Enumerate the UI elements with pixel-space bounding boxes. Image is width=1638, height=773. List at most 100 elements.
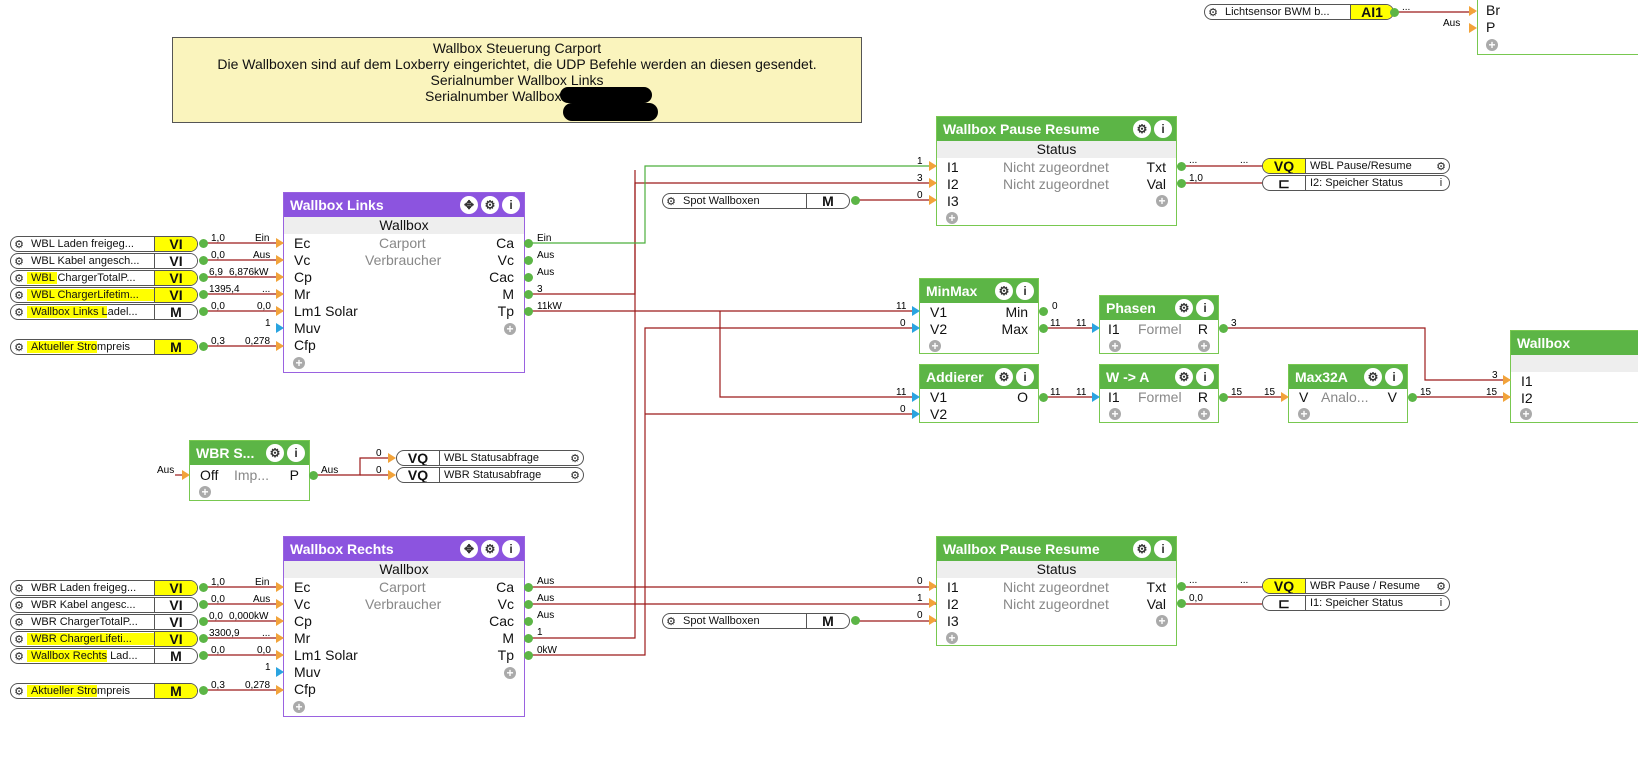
add-output-icon[interactable]: + (504, 667, 516, 679)
add-input-icon[interactable]: + (293, 357, 305, 369)
gear-icon[interactable]: ⚙ (14, 238, 24, 251)
output-port[interactable] (199, 583, 208, 592)
output-port[interactable] (199, 600, 208, 609)
block-header[interactable]: WBR S... ⚙i (190, 441, 309, 465)
output-port[interactable] (1039, 324, 1048, 333)
output-port[interactable] (524, 273, 533, 282)
block-header[interactable]: W -> A ⚙i (1100, 365, 1218, 389)
gear-icon[interactable]: ⚙ (14, 289, 24, 302)
output-port[interactable] (524, 239, 533, 248)
wallbox-edge-block[interactable]: Wallbox I1 I2 + (1510, 330, 1638, 423)
max32a-block[interactable]: Max32A ⚙i V Analo... V + (1288, 364, 1408, 423)
output-port[interactable] (1177, 582, 1186, 591)
pause-resume-links-block[interactable]: Wallbox Pause Resume ⚙i Status I1 I2 I3 … (936, 116, 1177, 226)
addierer-block[interactable]: Addierer ⚙i V1 V2 O (919, 364, 1039, 423)
gear-icon[interactable]: ⚙ (1133, 120, 1151, 138)
gear-icon[interactable]: ⚙ (14, 616, 24, 629)
output-port[interactable] (199, 256, 208, 265)
output-port[interactable] (851, 616, 860, 625)
block-header[interactable]: MinMax ⚙i (920, 279, 1038, 303)
wbr-ref-2[interactable]: ⚙WBR Kabel angesc...VI (10, 597, 198, 613)
output-port[interactable] (199, 617, 208, 626)
phasen-block[interactable]: Phasen ⚙i I1 Formel R + + (1099, 295, 1219, 354)
gear-icon[interactable]: ⚙ (481, 196, 499, 214)
add-output-icon[interactable]: + (1198, 340, 1210, 352)
add-input-icon[interactable]: + (1298, 408, 1310, 420)
add-output-icon[interactable]: + (1198, 408, 1210, 420)
gear-icon[interactable]: ⚙ (1208, 6, 1218, 19)
output-port[interactable] (309, 471, 318, 480)
info-icon[interactable]: i (1016, 282, 1034, 300)
output-port[interactable] (199, 273, 208, 282)
wbl-ref-3[interactable]: ⚙WBL ChargerTotalP...VI (10, 270, 198, 286)
gear-icon[interactable]: ⚙ (14, 633, 24, 646)
gear-icon[interactable]: ⚙ (570, 469, 580, 482)
block-header[interactable]: Wallbox (1511, 331, 1638, 355)
wbr-ref-3[interactable]: ⚙WBR ChargerTotalP...VI (10, 614, 198, 630)
output-port[interactable] (851, 196, 860, 205)
gear-icon[interactable]: ⚙ (14, 306, 24, 319)
output-port[interactable] (199, 686, 208, 695)
info-icon[interactable]: i (1439, 597, 1443, 609)
output-port[interactable] (524, 651, 533, 660)
info-icon[interactable]: i (1154, 120, 1172, 138)
output-port[interactable] (199, 239, 208, 248)
output-port[interactable] (524, 307, 533, 316)
gear-icon[interactable]: ⚙ (1364, 368, 1382, 386)
lichtsensor-reference[interactable]: ⚙ Lichtsensor BWM b... AI1 (1204, 4, 1394, 20)
info-icon[interactable]: i (502, 196, 520, 214)
output-port[interactable] (199, 307, 208, 316)
move-icon[interactable]: ✥ (460, 540, 478, 558)
output-port[interactable] (1219, 324, 1228, 333)
wbr-s-block[interactable]: WBR S... ⚙i Off Imp... P + (189, 440, 310, 501)
add-output-icon[interactable]: + (504, 323, 516, 335)
output-port[interactable] (524, 583, 533, 592)
wbl-ref-2[interactable]: ⚙WBL Kabel angesch...VI (10, 253, 198, 269)
pause-resume-rechts-block[interactable]: Wallbox Pause Resume ⚙i Status I1 I2 I3 … (936, 536, 1177, 646)
gear-icon[interactable]: ⚙ (14, 685, 24, 698)
gear-icon[interactable]: ⚙ (666, 195, 676, 208)
top-right-block[interactable]: Br P + (1477, 0, 1638, 55)
block-header[interactable]: Addierer ⚙i (920, 365, 1038, 389)
add-input-icon[interactable]: + (1520, 408, 1532, 420)
gear-icon[interactable]: ⚙ (14, 341, 24, 354)
info-icon[interactable]: i (1196, 368, 1214, 386)
gear-icon[interactable]: ⚙ (995, 368, 1013, 386)
block-header[interactable]: Phasen ⚙i (1100, 296, 1218, 320)
info-icon[interactable]: i (1385, 368, 1403, 386)
gear-icon[interactable]: ⚙ (14, 255, 24, 268)
output-port[interactable] (199, 290, 208, 299)
output-port[interactable] (524, 290, 533, 299)
gear-icon[interactable]: ⚙ (666, 615, 676, 628)
output-port[interactable] (199, 342, 208, 351)
output-port[interactable] (524, 634, 533, 643)
wallbox-links-block[interactable]: Wallbox Links ✥⚙i Wallbox Ec Vc Cp Mr Lm… (283, 192, 525, 373)
info-icon[interactable]: i (502, 540, 520, 558)
info-icon[interactable]: i (1439, 177, 1443, 189)
info-icon[interactable]: i (1196, 299, 1214, 317)
w-to-a-block[interactable]: W -> A ⚙i I1 Formel R + + (1099, 364, 1219, 423)
wbr-ref-4[interactable]: ⚙WBR ChargerLifeti...VI (10, 631, 198, 647)
add-input-icon[interactable]: + (293, 701, 305, 713)
output-port[interactable] (1177, 162, 1186, 171)
gear-icon[interactable]: ⚙ (266, 444, 284, 462)
output-port[interactable] (1039, 393, 1048, 402)
output-port[interactable] (199, 651, 208, 660)
wbr-ref-1[interactable]: ⚙WBR Laden freigeg...VI (10, 580, 198, 596)
output-port[interactable] (524, 256, 533, 265)
add-input-icon[interactable]: + (1109, 340, 1121, 352)
add-input-icon[interactable]: + (1486, 39, 1498, 51)
wallbox-rechts-block[interactable]: Wallbox Rechts ✥⚙i Wallbox Ec Vc Cp Mr L… (283, 536, 525, 717)
info-icon[interactable]: i (287, 444, 305, 462)
output-port[interactable] (1039, 307, 1048, 316)
wbr-ref-5[interactable]: ⚙Wallbox Rechts Lad...M (10, 648, 198, 664)
output-port[interactable] (524, 600, 533, 609)
move-icon[interactable]: ✥ (460, 196, 478, 214)
add-input-icon[interactable]: + (929, 340, 941, 352)
gear-icon[interactable]: ⚙ (14, 272, 24, 285)
